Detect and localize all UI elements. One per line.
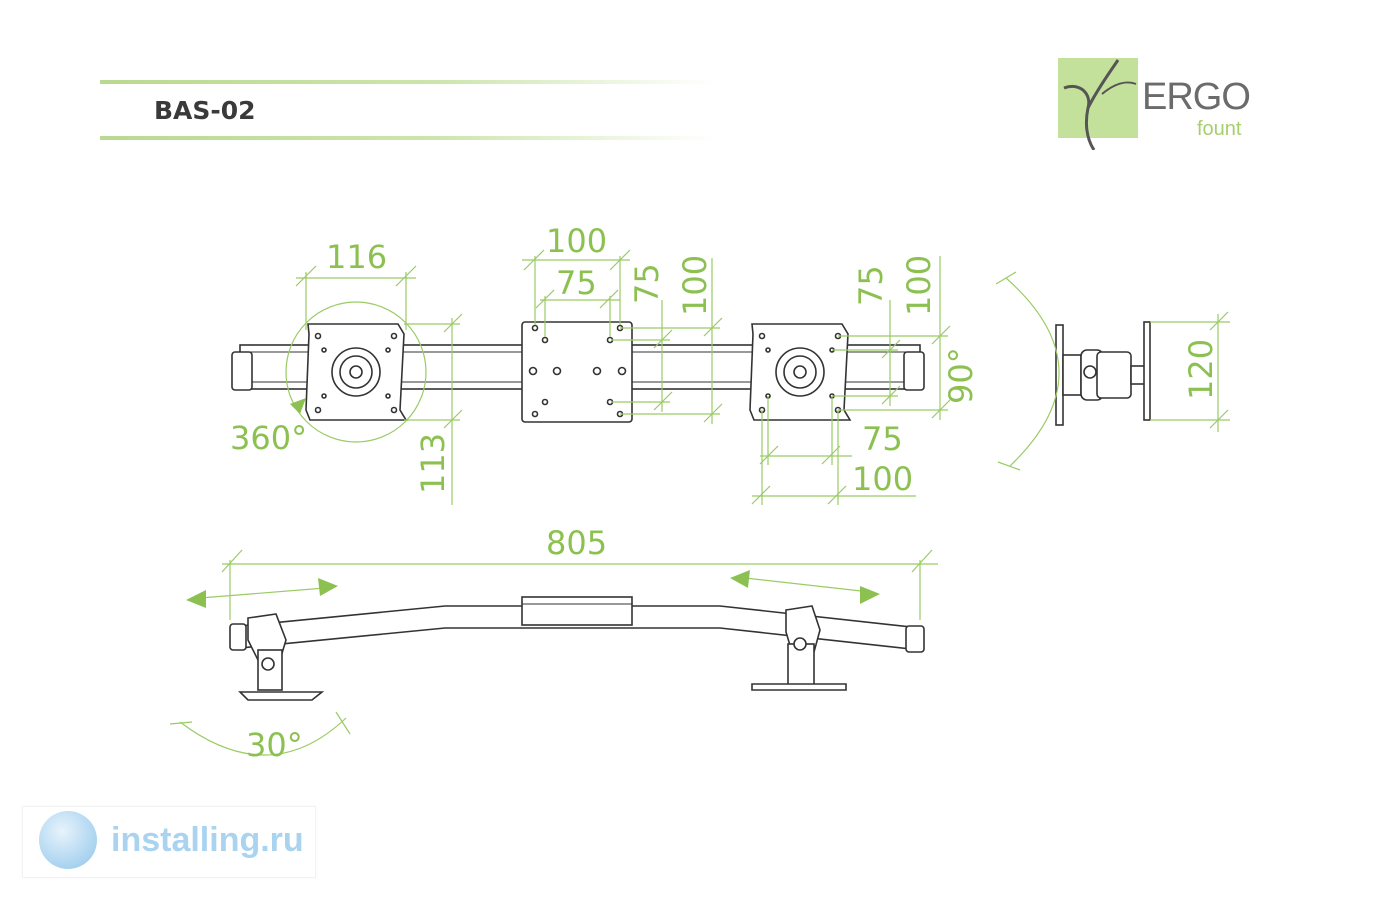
right-mount-plate xyxy=(751,683,847,691)
right-arrow-left-icon xyxy=(730,570,750,588)
dim-right-bottom-75: 75 xyxy=(862,420,903,458)
banner-top-line xyxy=(100,80,715,84)
dim-805: 805 xyxy=(546,524,607,562)
side-view xyxy=(1055,321,1151,426)
ergofount-logo: ERGO fount xyxy=(1058,58,1258,154)
dim-center-vert-100: 100 xyxy=(676,255,714,316)
logo-swoosh-icon xyxy=(1063,59,1137,151)
logo-brand-text: ERGO xyxy=(1142,76,1251,118)
side-clamp xyxy=(1096,351,1132,399)
dim-center-100: 100 xyxy=(546,222,607,260)
dim-tilt: 90° xyxy=(942,347,980,404)
right-arrow-right-icon xyxy=(860,586,880,604)
side-wall-plate xyxy=(1143,321,1151,421)
banner-bottom-line xyxy=(100,136,715,140)
dim-center-vert-75: 75 xyxy=(628,263,666,304)
model-name: BAS-02 xyxy=(154,96,256,125)
top-view xyxy=(231,321,925,423)
dim-116: 116 xyxy=(326,238,387,276)
center-clamp-plate xyxy=(521,321,633,423)
dim-rotation: 360° xyxy=(230,419,307,457)
rotation-circle xyxy=(285,301,427,443)
tilt-arc xyxy=(1005,277,1060,467)
logo-sub-text: fount xyxy=(1197,118,1242,140)
dimension-lines xyxy=(285,249,951,505)
left-arrow-right-icon xyxy=(318,578,338,596)
swivel-arc xyxy=(179,717,347,756)
front-view xyxy=(229,596,925,701)
right-end-cap xyxy=(903,351,925,391)
dim-right-vert-100: 100 xyxy=(900,255,938,316)
front-dimensions xyxy=(169,549,938,756)
rotation-arrow-icon xyxy=(290,398,306,414)
logo-mark xyxy=(1058,58,1138,151)
dim-113: 113 xyxy=(414,433,452,494)
dim-120: 120 xyxy=(1182,339,1220,400)
front-clamp xyxy=(521,596,633,626)
dim-right-bottom-100: 100 xyxy=(852,460,913,498)
left-mount-plate xyxy=(238,691,325,701)
dim-swivel: 30° xyxy=(246,726,303,764)
watermark-text: installing.ru xyxy=(111,821,304,859)
dim-center-75: 75 xyxy=(556,264,597,302)
title-banner: BAS-02 xyxy=(100,74,715,146)
dim-right-vert-75: 75 xyxy=(852,265,890,306)
watermark: installing.ru xyxy=(22,806,316,878)
left-arrow-left-icon xyxy=(186,590,206,608)
globe-icon xyxy=(39,811,97,869)
left-end-cap xyxy=(231,351,253,391)
side-dimensions xyxy=(995,271,1230,471)
